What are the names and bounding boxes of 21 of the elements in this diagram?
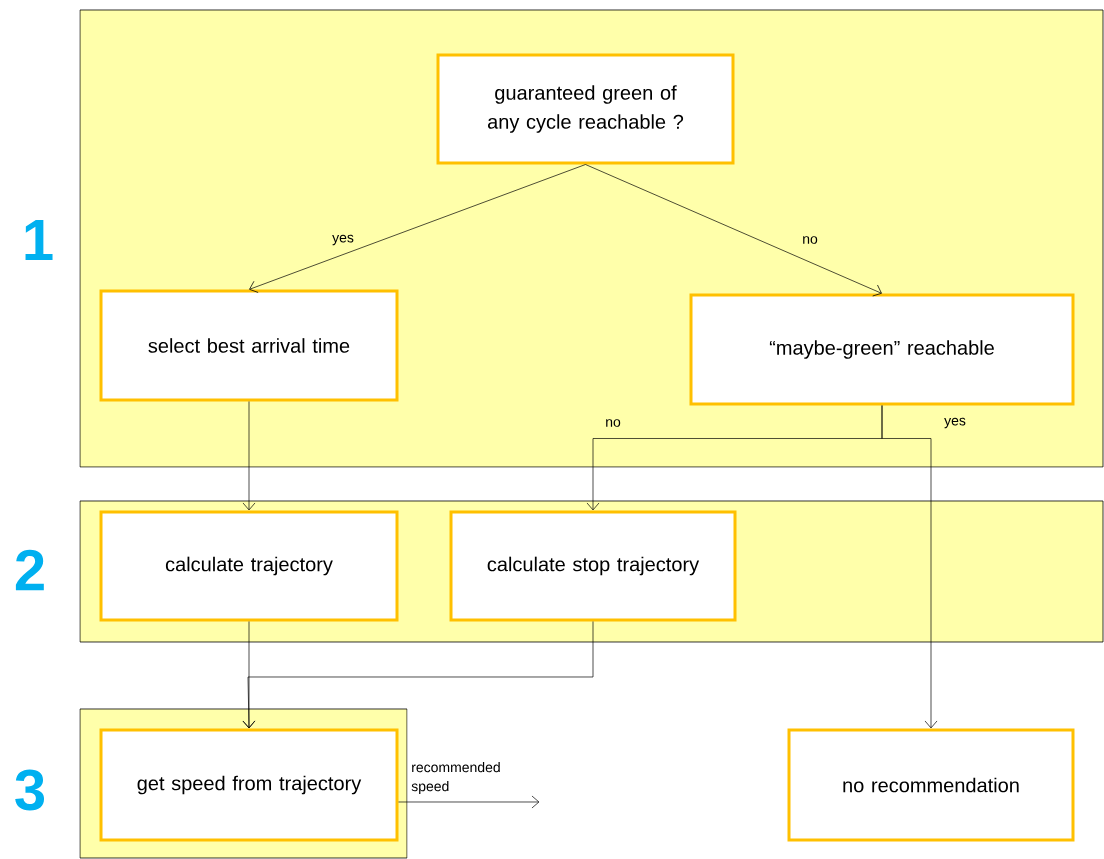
process-box: calculate stop trajectory [449, 510, 737, 622]
step-number: 1 [25, 220, 53, 260]
process-box: guaranteed green of any cycle reachable ? [436, 53, 735, 165]
arrow [881, 405, 938, 729]
edge-label: no [603, 417, 623, 429]
edge-label: yes [330, 233, 356, 247]
process-box: “maybe-green” reachable [689, 293, 1075, 406]
process-box: select best arrival time [99, 289, 399, 402]
arrow [242, 621, 594, 729]
arrow [585, 164, 882, 297]
arrow [398, 795, 540, 809]
process-box: calculate trajectory [99, 510, 399, 622]
process-box: no recommendation [787, 728, 1075, 842]
edge-label: no [800, 234, 820, 246]
edge-label: yes [942, 416, 968, 430]
arrow [249, 164, 586, 293]
edge-label: recommended speed [411, 761, 500, 794]
step-number: 3 [15, 769, 45, 811]
step-number: 2 [15, 549, 44, 591]
process-box: get speed from trajectory [99, 728, 399, 842]
arrow [242, 401, 256, 511]
